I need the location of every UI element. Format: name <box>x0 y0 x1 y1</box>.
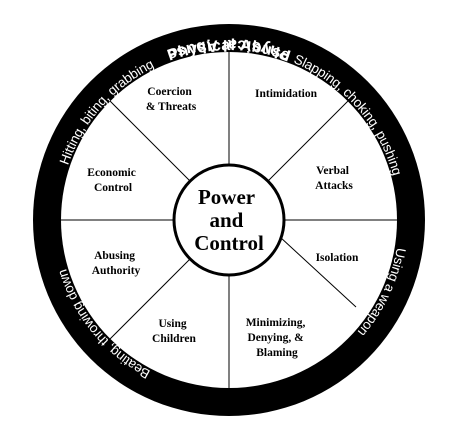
spoke-upper-left <box>109 100 193 184</box>
spoke-lower-left <box>109 256 193 340</box>
segment-using-children: Using Children <box>152 318 196 345</box>
spoke-lower-right <box>279 236 357 308</box>
center-hub <box>172 163 286 277</box>
segment-isolation: Isolation <box>316 252 359 264</box>
spokes <box>61 52 397 388</box>
center-line-1: Power <box>198 185 255 209</box>
spoke-upper-right <box>265 100 349 184</box>
segment-minimizing: Minimizing, Denying, & Blaming <box>246 317 309 359</box>
segment-economic-control: Economic Control <box>87 167 138 194</box>
segment-verbal-attacks: Verbal Attacks <box>315 165 353 192</box>
center-line-2: and <box>209 208 243 232</box>
svg-text:Power and Control: Power and Control <box>194 185 264 255</box>
segment-intimidation: Intimidation <box>255 88 318 100</box>
segment-abusing-authority: Abusing Authority <box>92 250 141 277</box>
center-line-3: Control <box>194 231 264 255</box>
segment-coercion: Coercion & Threats <box>146 86 197 113</box>
